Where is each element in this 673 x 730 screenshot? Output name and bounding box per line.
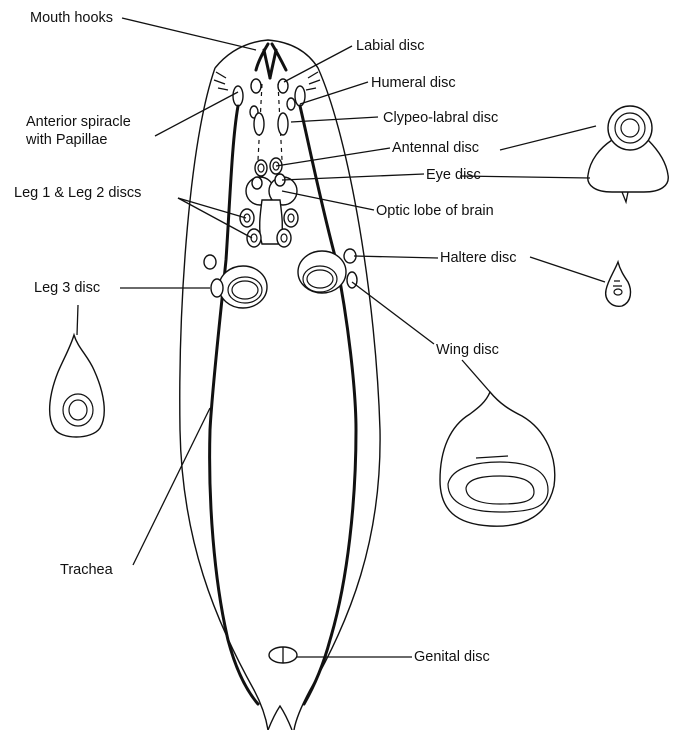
eye-disc-left — [252, 177, 262, 189]
clypeo-labral-disc-left — [254, 113, 264, 135]
leg3-disc-left — [211, 279, 223, 297]
haltere-disc-left — [204, 255, 216, 269]
label-anterior-spiracle-2: with Papillae — [25, 132, 107, 148]
label-labial-disc: Labial disc — [356, 38, 425, 54]
leg3-disc-right — [347, 272, 357, 288]
label-leg3-disc: Leg 3 disc — [34, 280, 100, 296]
label-mouth-hooks: Mouth hooks — [30, 10, 113, 26]
label-wing-disc: Wing disc — [436, 342, 499, 358]
enlarged-wing-disc — [440, 392, 555, 526]
label-humeral-disc: Humeral disc — [371, 75, 456, 91]
body-tail — [268, 706, 292, 730]
label-anterior-spiracle-1: Anterior spiracle — [26, 114, 131, 130]
label-genital-disc: Genital disc — [414, 649, 490, 665]
label-haltere-disc: Haltere disc — [440, 250, 517, 266]
body-outline — [180, 40, 380, 730]
humeral-disc-right — [287, 98, 295, 110]
label-trachea: Trachea — [60, 562, 114, 578]
larva-body — [180, 40, 380, 730]
antennal-disc-left — [255, 160, 267, 176]
wing-disc-left — [219, 266, 267, 308]
mouth-hooks — [256, 44, 286, 78]
clypeo-labral-disc-right — [278, 113, 288, 135]
anterior-spiracle-left — [233, 86, 243, 106]
label-antennal-disc: Antennal disc — [392, 140, 479, 156]
papillae — [214, 72, 320, 90]
enlarged-haltere-disc — [606, 262, 631, 306]
labial-disc-left — [251, 79, 261, 93]
enlarged-leg3-disc — [50, 335, 105, 437]
leader-lines — [77, 18, 605, 657]
enlarged-eye-antennal-disc — [588, 106, 669, 202]
label-clypeo-labral-disc: Clypeo-labral disc — [383, 110, 498, 126]
genital-disc — [269, 647, 297, 663]
label-optic-lobe: Optic lobe of brain — [376, 203, 494, 219]
label-leg1-leg2-discs: Leg 1 & Leg 2 discs — [14, 185, 141, 201]
wing-disc-right — [298, 251, 346, 293]
labels: Mouth hooks Labial disc Humeral disc Ant… — [14, 10, 517, 665]
label-eye-disc: Eye disc — [426, 167, 481, 183]
